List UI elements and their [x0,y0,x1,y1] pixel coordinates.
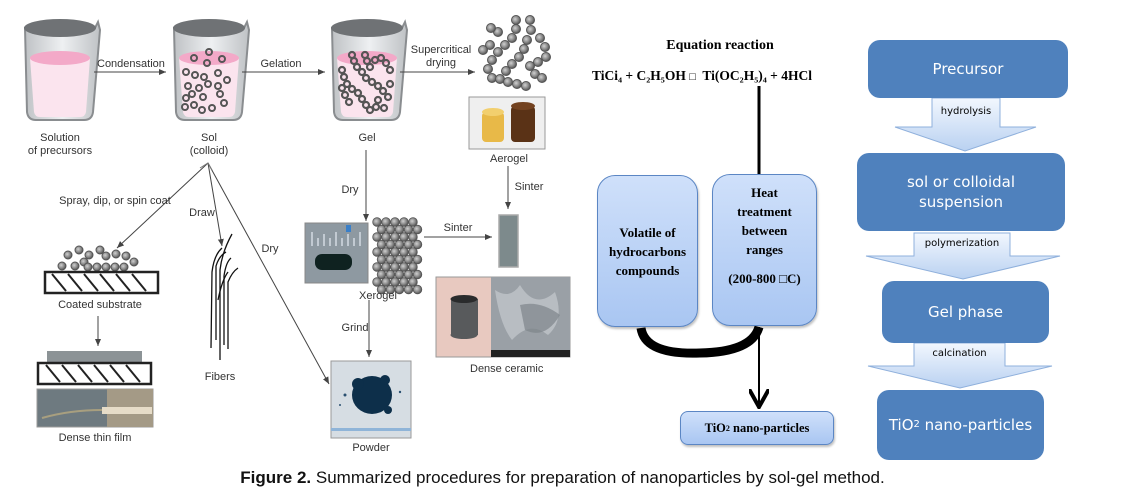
aerogel-network-icon [478,15,551,91]
tio2-prefix: TiO [704,420,726,435]
step-grind: Grind [341,322,369,334]
curved-connector [636,325,764,358]
arrow-dry-powder [207,162,330,385]
heat-line3: between [741,223,788,238]
label-solution-line2: of precursors [27,145,93,157]
flow-label-hydrolysis: hydrolysis [940,106,992,117]
heat-line2: treatment [737,204,792,219]
step-sinter-aerogel: Sinter [514,181,544,193]
label-aerogel: Aerogel [490,153,528,165]
step-condensation: Condensation [97,58,165,70]
xerogel-photo [304,222,369,284]
label-sol: Sol (colloid) [180,132,238,158]
flow-label-calcination: calcination [932,348,987,359]
coated-substrate-icon [43,245,160,295]
xerogel-particle [408,277,418,287]
step-draw: Draw [189,207,215,219]
arrow-draw [207,162,224,247]
tio2-subscript: 2 [725,423,730,433]
step-sinter-xerogel: Sinter [443,222,473,234]
aerogel-photo [468,96,546,150]
step-supercritical-line2: drying [426,57,456,69]
xerogel-particle [412,269,423,280]
heat-line4: ranges [746,242,783,257]
label-gel: Gel [358,132,376,144]
flow-label-polymerization: polymerization [924,238,1000,249]
arrow-polymerization-icon [865,232,1061,280]
tio2-suffix: nano-particles [729,420,810,435]
label-dense-thin-film: Dense thin film [58,432,132,444]
label-fibers: Fibers [204,371,236,383]
xerogel-particle [412,284,423,295]
step-spray-dip-spin-coat: Spray, dip, or spin coat [59,195,171,207]
arrow-calcination-icon [867,342,1053,389]
beaker-solution-icon [23,19,102,121]
heat-line1: Heat [751,185,778,200]
xerogel-particle [408,262,418,272]
dense-ceramic-photo [435,276,571,358]
label-sol-line1: Sol [201,132,217,144]
arrow-coat [116,162,209,249]
volatile-line2: hydrocarbons [608,243,687,259]
equation-title: Equation reaction [666,38,774,53]
beaker-gel-icon [330,19,409,121]
box-heat-treatment: Heat treatment between ranges (200-800 □… [712,174,817,326]
volatile-line1: Volatile of [619,224,676,240]
flow-box-sol: sol or colloidal suspension [857,153,1065,231]
equation-reactants: TiCi₄ + C₂H₅OH [592,68,686,83]
flow-box-precursor: Precursor [868,40,1068,98]
label-xerogel: Xerogel [359,290,397,302]
step-gelation: Gelation [260,58,302,70]
heat-temperature-range: (200-800 □C) [728,271,801,286]
dense-block-icon [498,214,519,268]
label-powder: Powder [352,442,390,454]
xerogel-particle [408,232,418,242]
caption-text: Summarized procedures for preparation of… [311,468,885,487]
xerogel-particle [408,217,418,227]
label-dense-ceramic: Dense ceramic [470,363,544,375]
figure-caption: Figure 2. Summarized procedures for prep… [0,468,1125,488]
beaker-sol-icon [172,19,251,121]
flow-box-gel-phase: Gel phase [882,281,1049,343]
volatile-line3: compounds [615,262,680,278]
chemical-equation: TiCi₄ + C₂H₅OH □ Ti(OC₂H₅)₄ + 4HCl [592,68,832,84]
equation-products: Ti(OC₂H₅)₄ + 4HCl [702,68,812,83]
label-sol-line2: (colloid) [189,145,229,157]
arrow-hydrolysis-icon [894,97,1037,152]
flow-tio2-suffix: nano-particles [919,416,1033,434]
flow-tio2-prefix: TiO [888,416,914,434]
xerogel-particle [408,247,418,257]
label-solution-of-precursors: Solution of precursors [17,132,103,158]
dense-thin-film-icon [36,351,154,428]
equation-arrow-icon: □ [689,71,696,83]
xerogel-particle [412,224,423,235]
step-supercritical-drying: Supercritical drying [405,44,477,70]
step-dry-xerogel: Dry [341,184,359,196]
flow-tio2-subscript: 2 [913,419,920,430]
label-coated-substrate: Coated substrate [58,299,142,311]
step-supercritical-line1: Supercritical [410,44,472,56]
step-dry-powder: Dry [261,243,279,255]
xerogel-particle [412,239,423,250]
xerogel-particle [412,254,423,265]
xerogel-particles-icon [372,217,423,295]
caption-label: Figure 2. [240,468,312,487]
box-volatile-hydrocarbons: Volatile of hydrocarbons compounds [597,175,698,327]
fibers-icon [210,233,239,360]
label-solution-line1: Solution [40,132,80,144]
powder-photo [330,360,412,439]
